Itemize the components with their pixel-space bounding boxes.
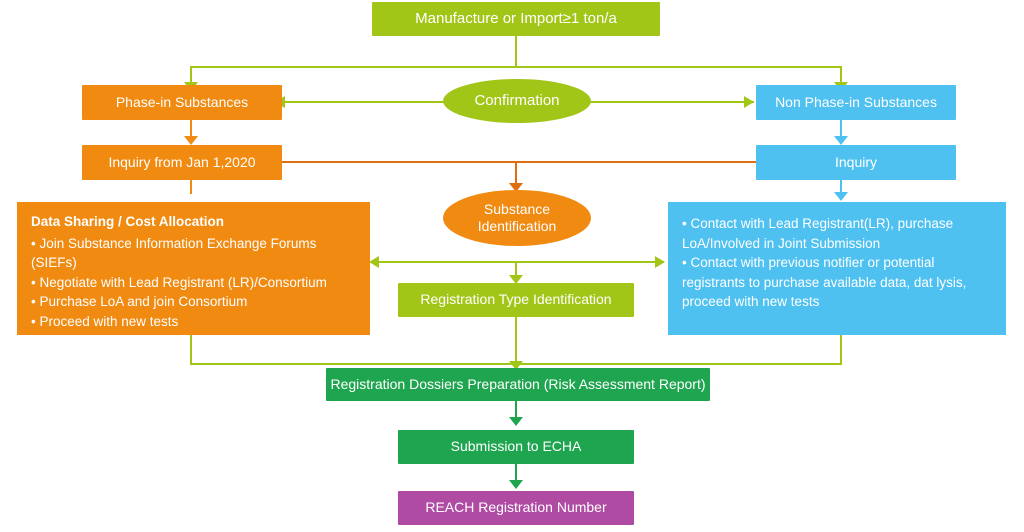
node-reach-registration-number[interactable]: REACH Registration Number [398,491,634,525]
edge-bus-to-phasein [190,66,192,84]
list-item: • Negotiate with Lead Registrant (LR)/Co… [31,274,327,290]
list-item: • Join Substance Information Exchange Fo… [31,235,317,271]
arrow-confirmation-to-nonphasein [744,96,754,108]
node-non-phase-in-actions[interactable]: • Contact with Lead Registrant(LR), purc… [668,202,1006,335]
node-non-phase-in-substances[interactable]: Non Phase-in Substances [756,85,956,120]
edge-nonphasein-to-inquiry [840,120,842,138]
data-sharing-heading: Data Sharing / Cost Allocation [31,214,225,229]
arrow-dossiers-to-submission [509,417,523,426]
edge-inquiryjan-to-datasharing [190,180,192,194]
arrow-converge-to-dossiers [509,361,523,370]
data-sharing-bullets: • Join Substance Information Exchange Fo… [31,234,358,332]
node-non-phase-in-label: Non Phase-in Substances [775,93,937,110]
node-inquiry-from-jan[interactable]: Inquiry from Jan 1,2020 [82,145,282,180]
node-substance-identification-line2: Identification [477,218,557,234]
node-submission-to-echa[interactable]: Submission to ECHA [398,430,634,464]
node-inquiry[interactable]: Inquiry [756,145,956,180]
arrow-inquirybus-to-substance [509,183,523,192]
edge-inquiry-bus [278,161,954,163]
arrow-middlebus-to-regtype [509,275,523,284]
node-phase-in-label: Phase-in Substances [115,93,249,110]
arrow-middlebus-to-datasharing [369,256,379,268]
list-item: • Contact with Lead Registrant(LR), purc… [682,216,954,251]
edge-manufacture-stem [515,36,517,68]
node-inquiry-jan-label: Inquiry from Jan 1,2020 [108,153,256,170]
node-registration-type-label: Registration Type Identification [420,291,612,308]
node-substance-identification[interactable]: Substance Identification [443,190,591,246]
edge-middlebus-to-regtype [515,261,517,277]
node-confirmation[interactable]: Confirmation [443,79,591,123]
arrow-phasein-to-inquiryjan [184,136,198,145]
arrow-submission-to-reach [509,480,523,489]
edge-bus-to-nonphasein [840,66,842,84]
list-item: • Purchase LoA and join Consortium [31,294,248,310]
list-item: • Contact with previous notifier or pote… [682,255,967,310]
arrow-inquiry-to-actions [834,192,848,201]
edge-datasharing-down [190,335,192,365]
node-confirmation-label: Confirmation [474,91,560,109]
node-reach-number-label: REACH Registration Number [425,499,607,516]
edge-phasein-to-inquiryjan [190,120,192,138]
node-registration-type-identification[interactable]: Registration Type Identification [398,283,634,317]
node-submission-label: Submission to ECHA [450,438,582,455]
edge-dossiers-to-submission [515,401,517,419]
list-item: • Proceed with new tests [31,313,179,329]
arrow-nonphasein-to-inquiry [834,136,848,145]
node-manufacture-label: Manufacture or Import≥1 ton/a [415,9,617,27]
edge-confirmation-right [590,101,754,103]
node-data-sharing-cost-allocation[interactable]: Data Sharing / Cost Allocation • Join Su… [17,202,370,335]
node-registration-dossiers-preparation[interactable]: Registration Dossiers Preparation (Risk … [326,368,710,401]
edge-middle-bus [378,261,664,263]
node-inquiry-label: Inquiry [834,153,878,170]
node-phase-in-substances[interactable]: Phase-in Substances [82,85,282,120]
arrow-middlebus-to-actions [655,256,665,268]
edge-inquirybus-to-substance [515,161,517,185]
edge-regtype-down [515,317,517,365]
edge-inquiry-to-actions [840,180,842,194]
non-phase-actions-list: • Contact with Lead Registrant(LR), purc… [682,214,994,312]
node-manufacture-or-import[interactable]: Manufacture or Import≥1 ton/a [372,2,660,36]
edge-actions-down [840,335,842,365]
edge-split-bus [190,66,842,68]
node-substance-identification-line1: Substance [483,200,551,217]
edge-submission-to-reach [515,464,517,482]
node-dossiers-label: Registration Dossiers Preparation (Risk … [330,375,706,392]
edge-confirmation-left [284,101,444,103]
